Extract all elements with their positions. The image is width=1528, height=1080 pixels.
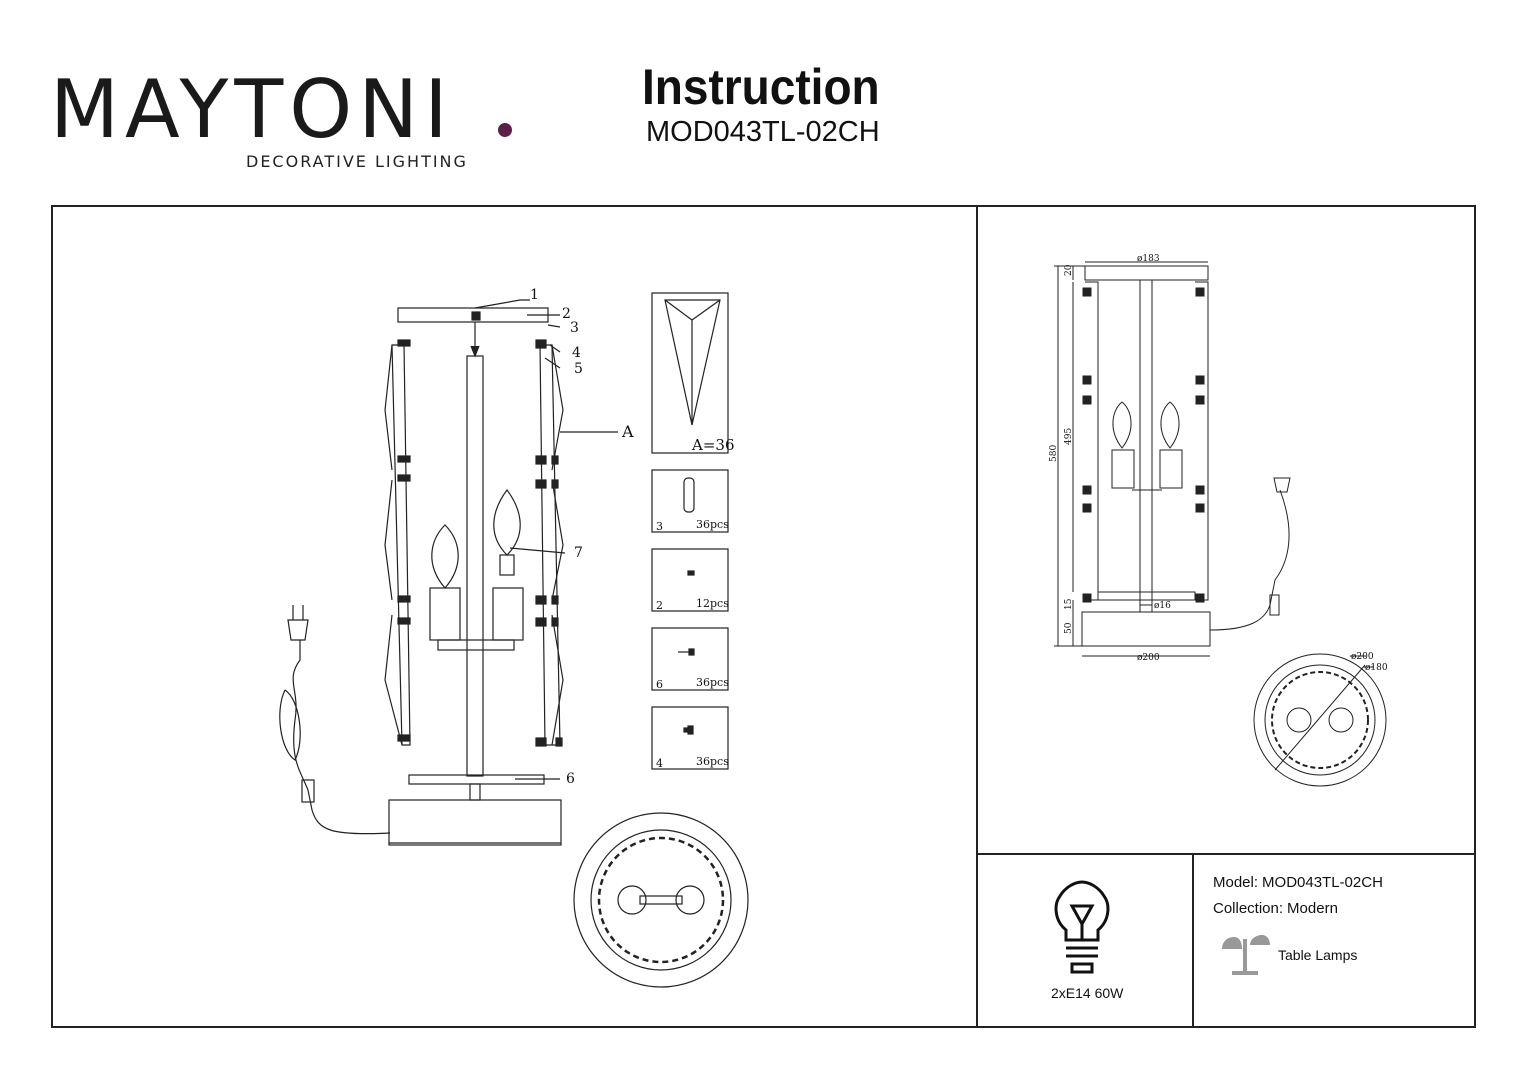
collection-label: Collection:: [1213, 900, 1284, 917]
model-value: MOD043TL-02CH: [1262, 874, 1383, 891]
dim-stem-diameter: ø16: [1154, 601, 1171, 611]
page-title: Instruction: [642, 59, 880, 115]
frame-divider-horizontal: [976, 853, 1476, 855]
top-view-ring-outer: [573, 812, 749, 988]
callout-7: 7: [574, 545, 583, 561]
bulb-left: [431, 524, 459, 589]
dim-top-diameter: ø183: [1137, 254, 1160, 264]
brand-name: MAYTONI: [50, 63, 454, 156]
part-6-qty: 36pcs: [696, 676, 729, 689]
callout-5: 5: [574, 361, 583, 377]
part-4-qty: 36pcs: [696, 755, 729, 768]
brand-logo: MAYTONI DECORATIVE LIGHTING: [50, 60, 512, 180]
part-A-label: A=36: [691, 436, 735, 454]
plug-icon: [287, 619, 309, 641]
bulb-right: [493, 488, 521, 556]
brand-tagline: DECORATIVE LIGHTING: [246, 152, 468, 171]
callout-4: 4: [572, 345, 581, 361]
category-label: Table Lamps: [1278, 947, 1358, 963]
frame-divider-info: [1192, 853, 1194, 1028]
callout-2: 2: [562, 306, 571, 322]
logo-dot: [498, 123, 512, 137]
dim-base-height: 50: [1064, 622, 1074, 634]
collection-row: Collection:Modern: [1213, 900, 1342, 917]
dim-inner-diameter: ø180: [1365, 663, 1388, 673]
dim-base-diameter: ø200: [1137, 653, 1160, 663]
drawing-frame: [51, 205, 1476, 1028]
part-4-id: 4: [656, 757, 663, 770]
part-A-box: [651, 292, 729, 454]
dim-base: [1081, 611, 1211, 647]
callout-6: 6: [566, 771, 575, 787]
part-box-2: [651, 548, 729, 612]
dim-outer-diameter: ø200: [1351, 652, 1374, 662]
collection-value: Modern: [1287, 900, 1338, 917]
table-lamp-icon: [1222, 935, 1270, 975]
bulb-holder-right: [492, 587, 524, 641]
part-2-id: 2: [656, 599, 663, 612]
part-box-6: [651, 627, 729, 691]
dim-total-height: 580: [1049, 445, 1059, 462]
part-box-4: [651, 706, 729, 770]
callout-A: A: [621, 422, 634, 441]
model-row: Model:MOD043TL-02CH: [1213, 874, 1387, 891]
dim-top-height: 20: [1064, 264, 1074, 276]
bulb-spec-text: 2xE14 60W: [1051, 985, 1124, 1001]
dim-top-cap: [1084, 265, 1209, 281]
dim-top-view-ring: [1253, 653, 1387, 787]
dim-power-cord: [1209, 489, 1290, 631]
part-3-qty: 36pcs: [696, 518, 729, 531]
part-3-id: 3: [656, 520, 663, 533]
callout-1: 1: [530, 287, 539, 303]
dim-gap-height: 15: [1064, 598, 1074, 610]
crystal-prism-icon: [664, 299, 721, 426]
power-cord: [292, 640, 391, 835]
dim-body-height: 495: [1064, 428, 1074, 445]
frame-divider-vertical: [976, 205, 978, 1028]
callout-3: 3: [570, 320, 579, 336]
part-6-id: 6: [656, 678, 663, 691]
part-box-3: [651, 469, 729, 533]
bulb-icon: [1054, 880, 1110, 974]
model-code-heading: MOD043TL-02CH: [646, 116, 880, 148]
model-label: Model:: [1213, 874, 1259, 891]
part-2-qty: 12pcs: [696, 597, 729, 610]
